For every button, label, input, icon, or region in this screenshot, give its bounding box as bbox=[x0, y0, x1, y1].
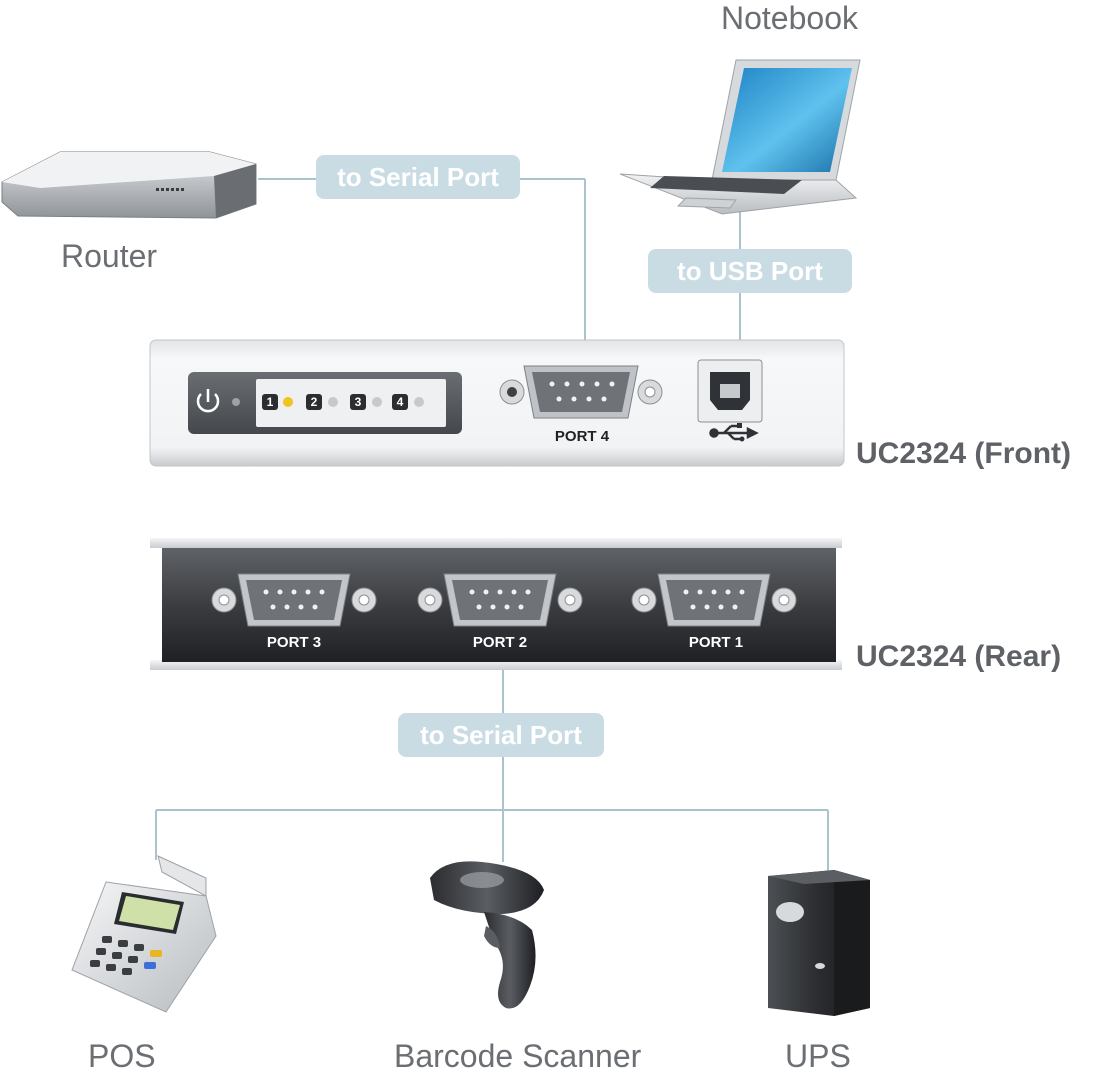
pos-label: POS bbox=[88, 1038, 156, 1074]
rear-link-label: to Serial Port bbox=[398, 713, 604, 757]
hub-rear-panel bbox=[150, 538, 842, 670]
router-label: Router bbox=[61, 238, 158, 274]
usb-b-port bbox=[697, 359, 763, 423]
notebook-icon bbox=[619, 59, 861, 215]
led-number-4: 4 bbox=[392, 394, 408, 410]
db9-port-1 bbox=[631, 573, 797, 627]
barcode-scanner-icon bbox=[430, 861, 544, 1009]
led-number-2: 2 bbox=[306, 394, 322, 410]
notebook-link-label: to USB Port bbox=[648, 249, 852, 293]
notebook-label: Notebook bbox=[721, 0, 858, 36]
hub-front-label: UC2324 (Front) bbox=[856, 437, 1072, 470]
power-icon bbox=[196, 389, 220, 413]
router-link-label: to Serial Port bbox=[316, 155, 520, 199]
led-1 bbox=[283, 397, 293, 407]
led-number-3: 3 bbox=[350, 394, 366, 410]
hub-front-panel bbox=[149, 339, 845, 467]
port-4-label: PORT 4 bbox=[554, 428, 610, 445]
led-number-1: 1 bbox=[262, 394, 278, 410]
port-1-label: PORT 1 bbox=[688, 634, 744, 651]
usb-icon bbox=[709, 423, 759, 442]
db9-port-4 bbox=[499, 365, 663, 419]
ups-label: UPS bbox=[785, 1038, 851, 1074]
led-4 bbox=[414, 397, 424, 407]
led-2 bbox=[328, 397, 338, 407]
pos-terminal-icon bbox=[71, 855, 217, 1013]
barcode-scanner-label: Barcode Scanner bbox=[394, 1038, 642, 1074]
ups-icon bbox=[768, 870, 870, 1016]
db9-port-3 bbox=[211, 573, 377, 627]
db9-port-2 bbox=[417, 573, 583, 627]
port-2-label: PORT 2 bbox=[472, 634, 528, 651]
hub-rear-label: UC2324 (Rear) bbox=[856, 640, 1062, 673]
port-3-label: PORT 3 bbox=[266, 634, 322, 651]
router-icon bbox=[1, 151, 257, 219]
led-3 bbox=[372, 397, 382, 407]
